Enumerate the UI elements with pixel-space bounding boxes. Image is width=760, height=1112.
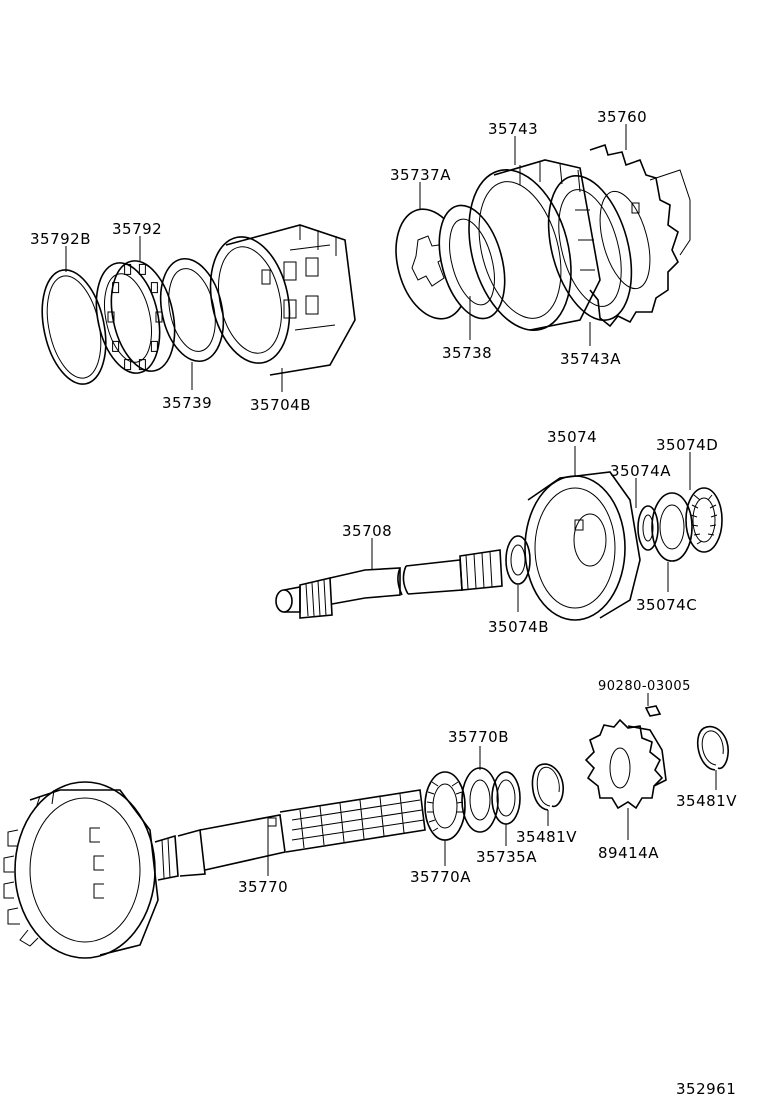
part-35743A-clutch-hub bbox=[547, 175, 633, 321]
label-35074: 35074 bbox=[547, 428, 597, 446]
label-35770: 35770 bbox=[238, 878, 288, 896]
label-35743A: 35743A bbox=[560, 350, 621, 368]
diagram-id: 352961 bbox=[676, 1080, 736, 1098]
part-35074D-bearing bbox=[685, 487, 723, 553]
part-35739-thrust-washer bbox=[159, 257, 225, 363]
part-35760-gear-plate bbox=[589, 143, 691, 328]
part-35481V-snap-ring-b bbox=[696, 725, 729, 771]
label-35481V-a: 35481V bbox=[516, 828, 577, 846]
label-35708: 35708 bbox=[342, 522, 392, 540]
part-35481V-snap-ring-a bbox=[531, 763, 564, 811]
part-35708-shaft bbox=[275, 535, 531, 619]
label-35770A: 35770A bbox=[410, 868, 471, 886]
label-90280-03005: 90280-03005 bbox=[598, 679, 691, 694]
bearing-roller bbox=[138, 263, 146, 275]
label-35743: 35743 bbox=[488, 120, 538, 138]
part-35735A-washer bbox=[491, 771, 521, 825]
label-35738: 35738 bbox=[442, 344, 492, 362]
bearing-roller bbox=[138, 359, 146, 371]
label-35792B: 35792B bbox=[30, 230, 91, 248]
label-35074D: 35074D bbox=[656, 436, 718, 454]
label-35770B: 35770B bbox=[448, 728, 509, 746]
label-35074C: 35074C bbox=[636, 596, 697, 614]
part-35770-input-shaft-drum bbox=[3, 781, 426, 959]
label-35735A: 35735A bbox=[476, 848, 537, 866]
bearing-roller bbox=[107, 311, 115, 323]
label-35481V-b: 35481V bbox=[676, 792, 737, 810]
bearing-roller bbox=[124, 263, 132, 275]
part-labels: 35792B 35792 35739 35704B 35737A 35743 3… bbox=[30, 108, 737, 1098]
part-35074A-washer bbox=[637, 505, 659, 551]
label-35760: 35760 bbox=[597, 108, 647, 126]
leader-lines bbox=[65, 124, 717, 876]
bearing-roller bbox=[155, 311, 163, 323]
part-35704B-drum bbox=[209, 224, 356, 376]
label-35074B: 35074B bbox=[488, 618, 549, 636]
label-35739: 35739 bbox=[162, 394, 212, 412]
bearing-roller bbox=[112, 340, 120, 352]
part-35074-ring-gear bbox=[524, 471, 641, 621]
bearing-roller bbox=[112, 282, 120, 294]
bearing-roller bbox=[124, 359, 132, 371]
part-35743-clutch-drum bbox=[468, 159, 601, 331]
part-35770A-bearing bbox=[424, 771, 466, 841]
part-35074C-race bbox=[651, 492, 693, 562]
label-35074A: 35074A bbox=[610, 462, 671, 480]
label-35704B: 35704B bbox=[250, 396, 311, 414]
part-90280-03005-key bbox=[644, 705, 662, 717]
bearing-roller bbox=[150, 282, 158, 294]
part-89414A-sprocket bbox=[584, 718, 667, 810]
part-35738-washer bbox=[438, 204, 506, 320]
label-89414A: 89414A bbox=[598, 844, 659, 862]
part-35792-bearing bbox=[95, 260, 176, 374]
bearing-roller bbox=[150, 340, 158, 352]
part-35792B-snap-ring bbox=[41, 269, 107, 385]
label-35737A: 35737A bbox=[390, 166, 451, 184]
label-35792: 35792 bbox=[112, 220, 162, 238]
